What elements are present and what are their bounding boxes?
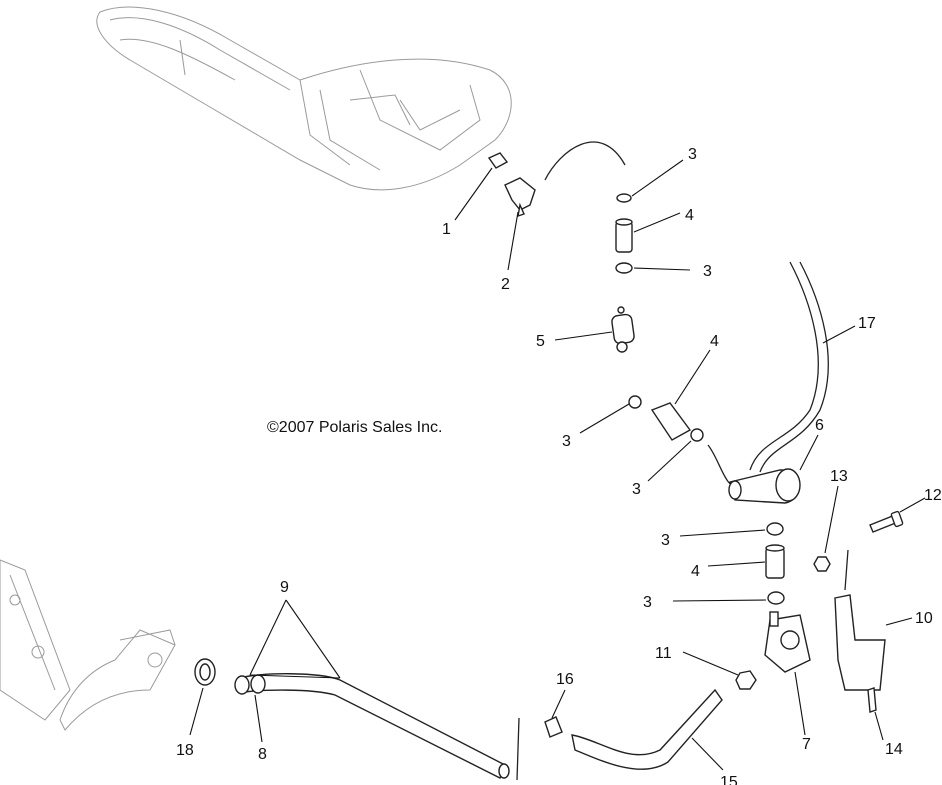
callout-1: 1 xyxy=(442,221,451,238)
callout-14: 14 xyxy=(885,741,903,758)
hose-4c xyxy=(765,544,785,579)
callout-15: 15 xyxy=(720,774,738,785)
clamp-3f xyxy=(767,591,785,605)
callout-8: 8 xyxy=(258,746,267,763)
clamp-3c xyxy=(628,395,642,409)
part-10-bracket xyxy=(834,549,886,691)
callout-5: 5 xyxy=(536,333,545,350)
callout-11: 11 xyxy=(655,645,672,662)
clamp-3a xyxy=(616,193,632,203)
hose-arc-top xyxy=(544,141,626,181)
callout-13: 13 xyxy=(830,468,848,485)
callout-4b: 4 xyxy=(710,333,719,350)
clamp-3e xyxy=(766,522,784,536)
part-13-nut xyxy=(813,556,831,572)
callout-10: 10 xyxy=(915,610,933,627)
callout-16: 16 xyxy=(556,671,574,688)
clamp-3d xyxy=(690,428,704,442)
part-18-clamp xyxy=(194,658,216,686)
callout-4c: 4 xyxy=(691,563,700,580)
part-1-clip xyxy=(487,152,509,169)
part-16-clamp xyxy=(516,716,563,781)
callout-3b: 3 xyxy=(703,263,712,280)
callout-7: 7 xyxy=(802,736,811,753)
callout-3c: 3 xyxy=(562,433,571,450)
part-14-screw xyxy=(867,687,877,713)
part-7-pump xyxy=(764,611,811,673)
part-12-bolt xyxy=(869,510,904,533)
part-6-valve xyxy=(728,468,801,504)
hose-17-b xyxy=(759,261,829,473)
part-11-nut xyxy=(735,670,757,690)
hose-4b xyxy=(650,402,692,441)
hose-17-a xyxy=(749,261,819,471)
callout-4a: 4 xyxy=(685,207,694,224)
clamp-3b xyxy=(615,262,633,274)
part-9-pipe xyxy=(234,673,510,779)
leader-lines xyxy=(189,159,926,771)
exhaust-manifold xyxy=(0,559,176,731)
part-2-fitting xyxy=(504,177,536,218)
callout-2: 2 xyxy=(501,276,510,293)
air-box-assembly xyxy=(96,6,512,191)
copyright-text: ©2007 Polaris Sales Inc. xyxy=(267,419,442,436)
hose-4a xyxy=(615,218,633,253)
callout-12: 12 xyxy=(924,487,942,504)
callout-9: 9 xyxy=(280,579,289,596)
callout-3e: 3 xyxy=(661,532,670,549)
callout-17: 17 xyxy=(858,315,876,332)
callout-18: 18 xyxy=(176,742,194,759)
part-5-valve xyxy=(611,306,635,353)
part-15-hose xyxy=(571,688,723,770)
callout-3f: 3 xyxy=(643,594,652,611)
callout-3a: 3 xyxy=(688,146,697,163)
callout-3d: 3 xyxy=(632,481,641,498)
callout-6: 6 xyxy=(815,417,824,434)
